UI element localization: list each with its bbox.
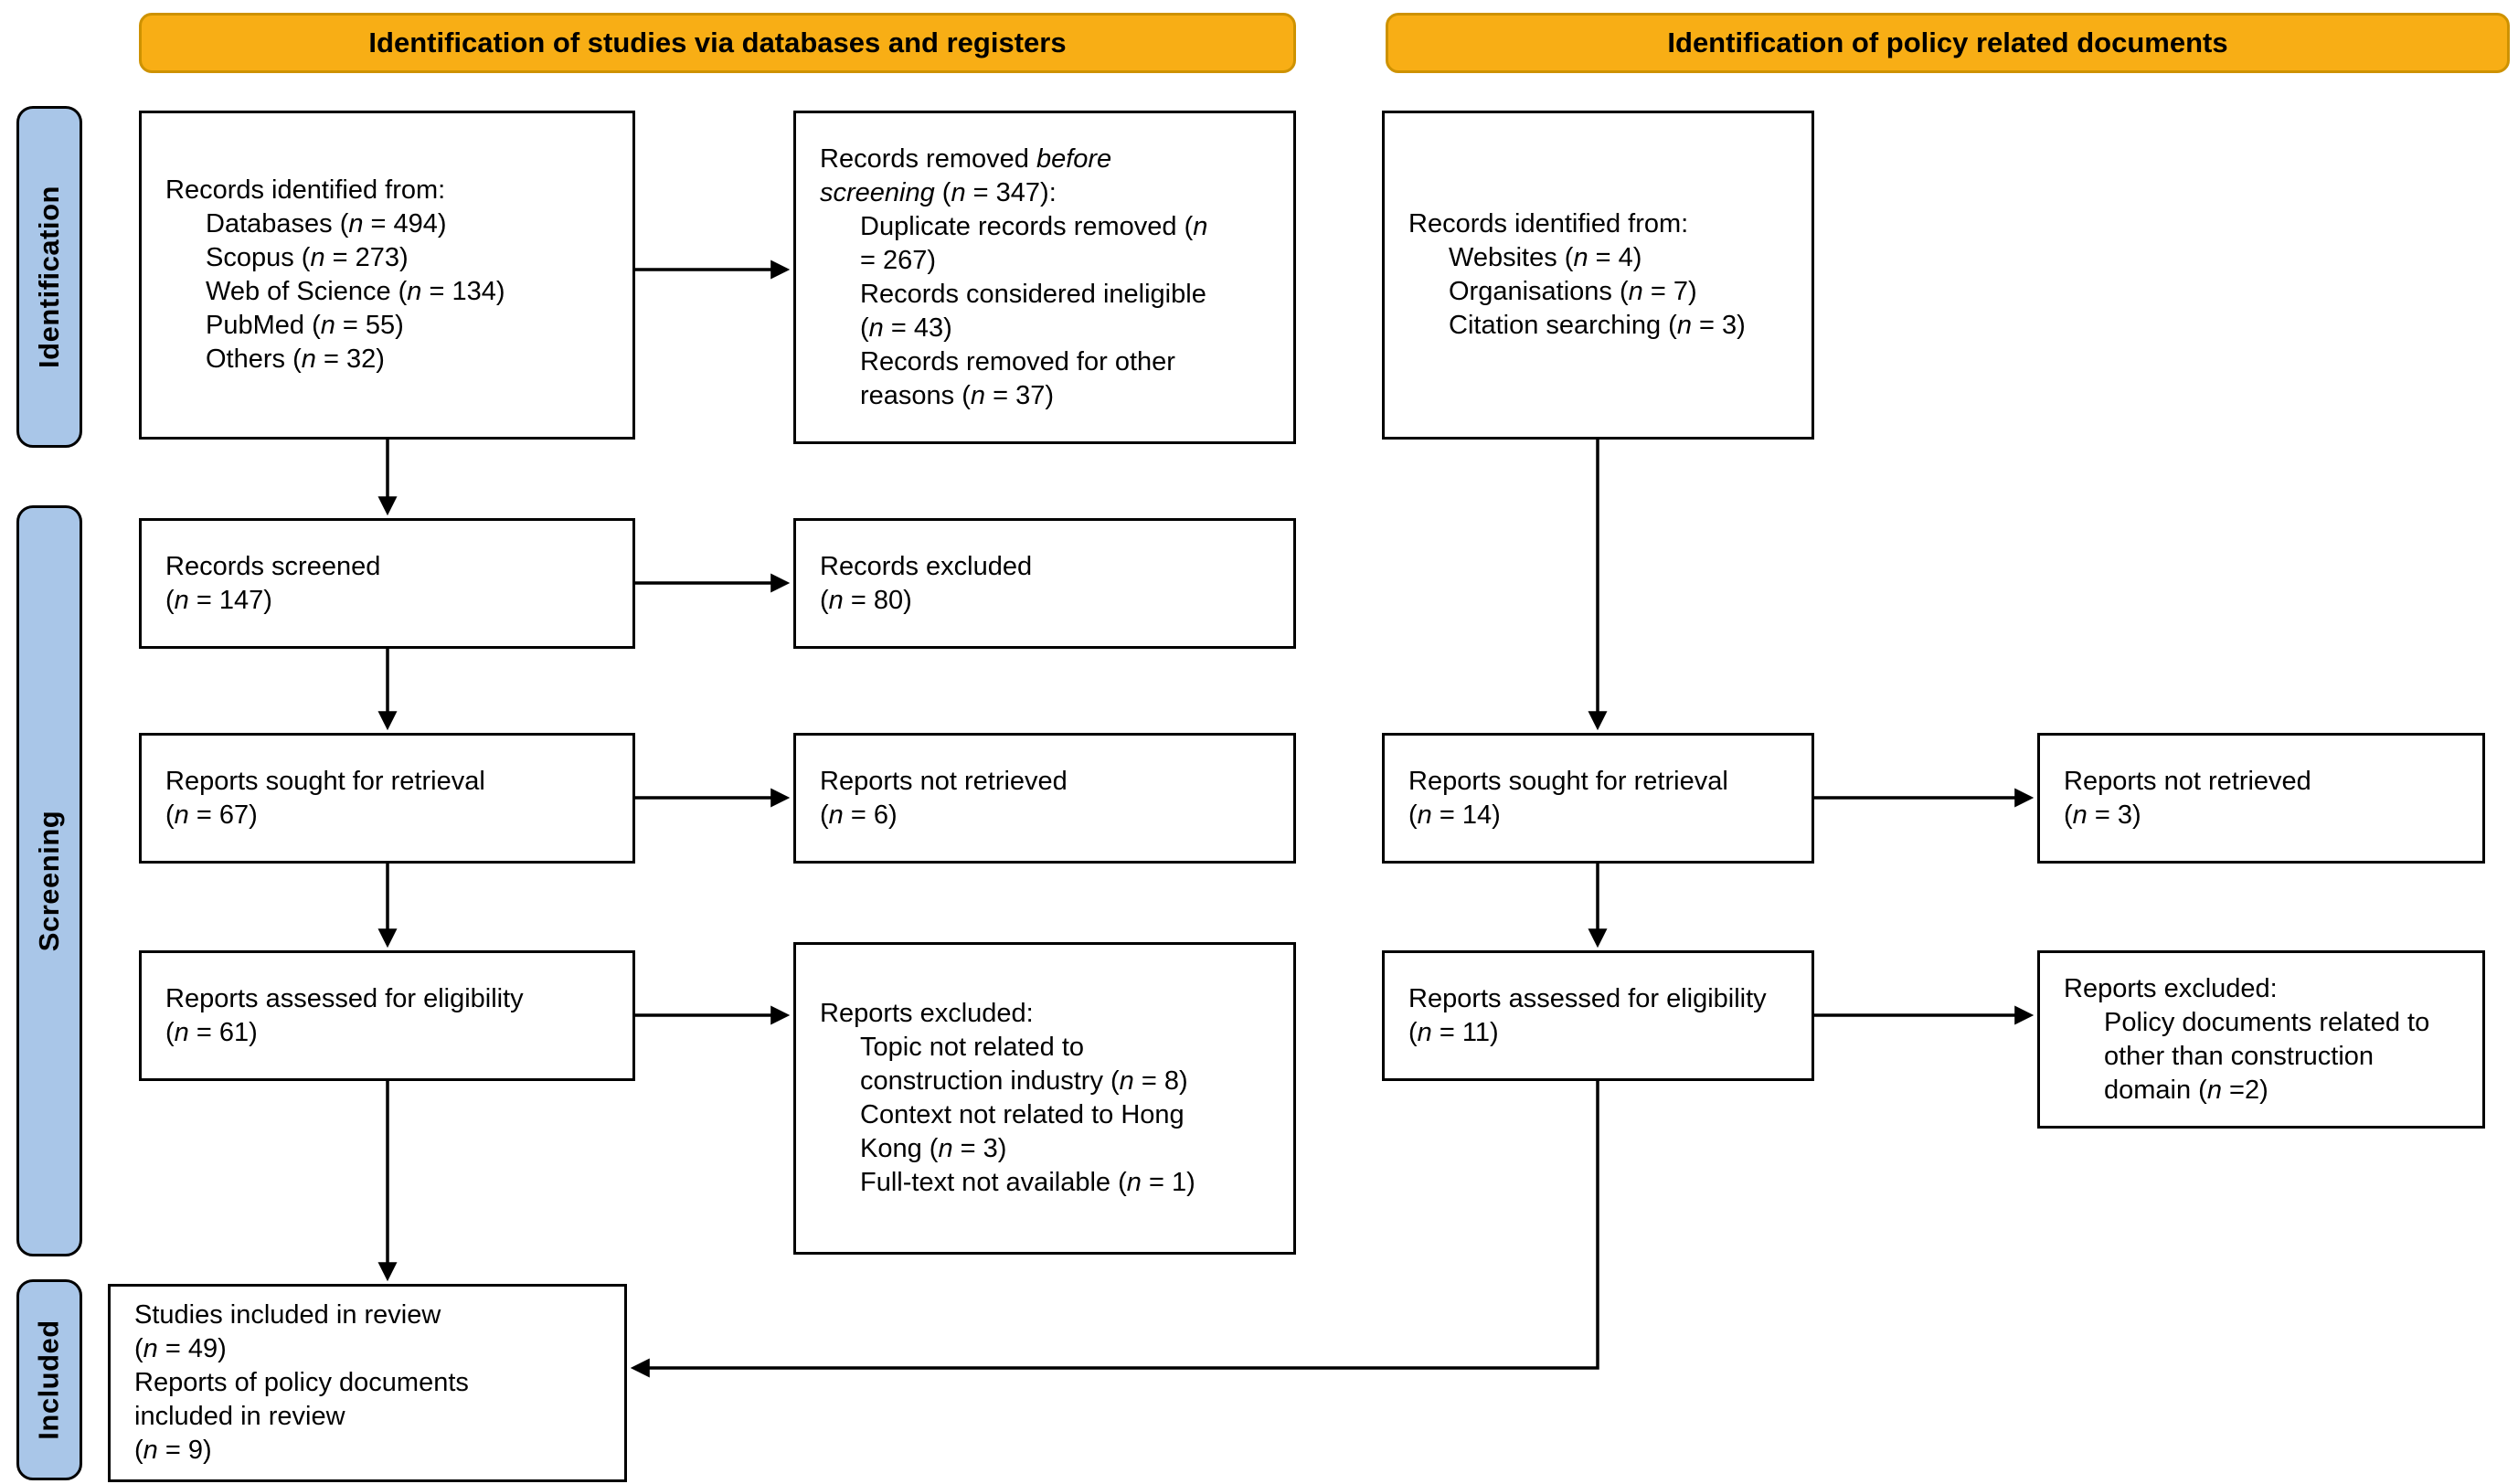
text-line: Databases (n = 494) [206, 209, 447, 238]
text-line: Organisations (n = 7) [1449, 277, 1697, 306]
text-line: screening (n = 347): [820, 177, 1057, 207]
text-line: (n = 61) [165, 1017, 258, 1047]
text-line: Reports assessed for eligibility [1408, 983, 1767, 1013]
text-line: (n = 14) [1408, 800, 1501, 830]
box-reports-not-retrieved-databases: Reports not retrieved (n = 6) [793, 733, 1296, 864]
stage-label-included: Included [33, 1320, 66, 1440]
text-line: (n = 147) [165, 585, 272, 615]
stage-label-identification: Identification [33, 186, 66, 368]
text-line: Citation searching (n = 3) [1449, 311, 1746, 340]
stage-label-screening: Screening [33, 810, 66, 952]
text-line: Full-text not available (n = 1) [860, 1168, 1195, 1197]
text-line: (n = 80) [820, 585, 912, 615]
text-line: Records removed for other [860, 346, 1175, 376]
box-reports-assessed-policy: Reports assessed for eligibility (n = 11) [1382, 950, 1814, 1081]
text-line: Reports assessed for eligibility [165, 983, 524, 1013]
stage-rail-identification: Identification [16, 106, 82, 448]
text-line: other than construction [2104, 1041, 2375, 1071]
text-line: (n = 67) [165, 800, 258, 830]
text-line: (n = 11) [1408, 1017, 1499, 1047]
box-records-identified-policy: Records identified from: Websites (n = 4)… [1382, 111, 1814, 440]
text-line: Websites (n = 4) [1449, 243, 1642, 272]
banner-policy-documents: Identification of policy related documen… [1386, 13, 2510, 73]
text-line: Records screened [165, 551, 381, 581]
text-line: Policy documents related to [2104, 1007, 2430, 1037]
text-line: Records removed before [820, 143, 1112, 174]
text-line: = 267) [860, 245, 937, 275]
text-line: Records considered ineligible [860, 279, 1206, 309]
box-reports-assessed-databases: Reports assessed for eligibility (n = 61) [139, 950, 635, 1081]
text-line: Studies included in review [134, 1300, 441, 1330]
stage-rail-screening: Screening [16, 505, 82, 1256]
text-line: Reports sought for retrieval [165, 766, 485, 796]
box-reports-not-retrieved-policy: Reports not retrieved (n = 3) [2037, 733, 2485, 864]
text-line: Reports of policy documents [134, 1368, 469, 1397]
text-line: Reports not retrieved [820, 766, 1068, 796]
text-line: included in review [134, 1402, 345, 1431]
text-line: (n = 43) [860, 313, 952, 343]
text-line: Topic not related to [860, 1033, 1085, 1062]
text-line: Records identified from: [1408, 209, 1689, 238]
text-line: Others (n = 32) [206, 344, 385, 374]
box-records-identified-databases: Records identified from: Databases (n = 4… [139, 111, 635, 440]
text-line: reasons (n = 37) [860, 380, 1054, 410]
text-line: construction industry (n = 8) [860, 1066, 1188, 1096]
text-line: Web of Science (n = 134) [206, 277, 505, 306]
text-line: Kong (n = 3) [860, 1134, 1007, 1163]
text-line: Scopus (n = 273) [206, 243, 409, 272]
box-studies-included: Studies included in review (n = 49) Report… [108, 1284, 627, 1482]
box-reports-excluded-policy: Reports excluded: Policy documents relate… [2037, 950, 2485, 1129]
text-line: (n = 3) [2064, 800, 2141, 830]
stage-rail-included: Included [16, 1279, 82, 1480]
box-records-screened: Records screened (n = 147) [139, 518, 635, 649]
box-reports-sought-databases: Reports sought for retrieval (n = 67) [139, 733, 635, 864]
text-line: Duplicate records removed (n [860, 211, 1208, 241]
text-line: Reports excluded: [820, 999, 1034, 1028]
box-reports-excluded-databases: Reports excluded: Topic not related to con… [793, 942, 1296, 1255]
text-line: Reports sought for retrieval [1408, 766, 1728, 796]
text-line: (n = 6) [820, 800, 898, 830]
text-line: Records identified from: [165, 175, 446, 205]
text-line: (n = 9) [134, 1436, 212, 1465]
banner-databases-registers: Identification of studies via databases … [139, 13, 1296, 73]
text-line: PubMed (n = 55) [206, 311, 404, 340]
box-records-excluded: Records excluded (n = 80) [793, 518, 1296, 649]
text-line: (n = 49) [134, 1334, 227, 1363]
box-reports-sought-policy: Reports sought for retrieval (n = 14) [1382, 733, 1814, 864]
text-line: Context not related to Hong [860, 1100, 1185, 1129]
text-line: Records excluded [820, 551, 1033, 581]
text-line: Reports excluded: [2064, 973, 2278, 1003]
text-line: Reports not retrieved [2064, 766, 2311, 796]
text-line: domain (n =2) [2104, 1075, 2268, 1105]
